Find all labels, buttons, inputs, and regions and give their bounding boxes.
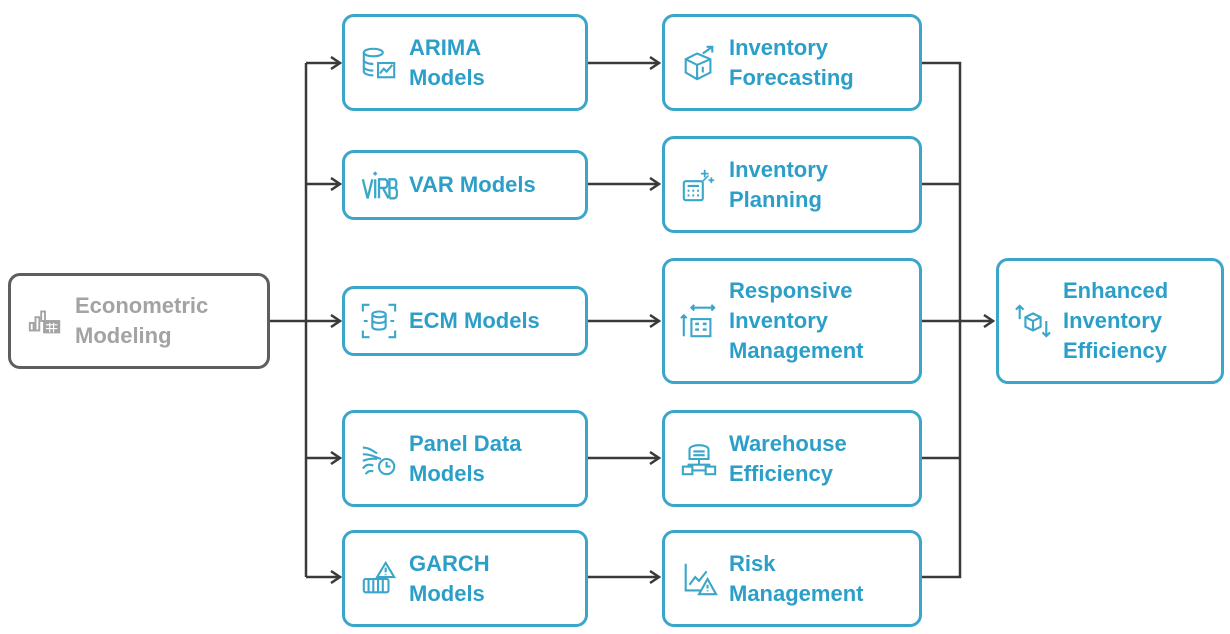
- chart-warning-icon: [679, 559, 719, 599]
- var-models-node: VAR Models: [342, 150, 588, 220]
- label-line: Inventory: [729, 308, 829, 333]
- enhanced-inventory-efficiency-label: Enhanced Inventory Efficiency: [1063, 276, 1168, 366]
- responsive-inventory-management-node: Responsive Inventory Management: [662, 258, 922, 384]
- risk-management-label: Risk Management: [729, 549, 863, 609]
- responsive-inventory-management-label: Responsive Inventory Management: [729, 276, 863, 366]
- label-line: Panel Data: [409, 430, 522, 456]
- label-line: ARIMA: [409, 34, 482, 60]
- inventory-forecasting-node: Inventory Forecasting: [662, 14, 922, 111]
- garch-models-label: GARCH Models: [409, 549, 490, 609]
- label-line: Econometric: [75, 293, 209, 318]
- garch-models-node: GARCH Models: [342, 530, 588, 627]
- chart-table-icon: [25, 301, 65, 341]
- var-models-label: VAR Models: [409, 170, 536, 200]
- database-chart-icon: [359, 43, 399, 83]
- label-line: Forecasting: [729, 64, 854, 90]
- panel-data-models-label: Panel Data Models: [409, 429, 522, 489]
- label-line: VAR Models: [409, 172, 536, 197]
- inventory-planning-label: Inventory Planning: [729, 155, 828, 215]
- panel-data-models-node: Panel Data Models: [342, 410, 588, 507]
- label-line: GARCH: [409, 550, 490, 576]
- label-line: Efficiency: [1063, 338, 1167, 363]
- warning-cart-icon: [359, 559, 399, 599]
- label-line: Inventory: [729, 156, 829, 182]
- arima-models-node: ARIMA Models: [342, 14, 588, 111]
- box-arrow-icon: [679, 43, 719, 83]
- inventory-planning-node: Inventory Planning: [662, 136, 922, 233]
- econometric-modeling-label: Econometric Modeling: [75, 291, 208, 351]
- up-down-cube-icon: [1013, 301, 1053, 341]
- label-line: Management: [729, 338, 864, 363]
- ecm-models-node: ECM Models: [342, 286, 588, 356]
- warehouse-efficiency-label: Warehouse Efficiency: [729, 429, 847, 489]
- label-line: Management: [729, 580, 864, 606]
- label-line: Modeling: [75, 323, 172, 348]
- label-line: Inventory: [1063, 308, 1163, 333]
- label-line: Models: [409, 580, 485, 606]
- var-text-icon: [359, 165, 399, 205]
- enhanced-inventory-efficiency-node: Enhanced Inventory Efficiency: [996, 258, 1224, 384]
- risk-management-node: Risk Management: [662, 530, 922, 627]
- warehouse-network-icon: [679, 439, 719, 479]
- label-line: Warehouse: [729, 430, 847, 456]
- label-line: Enhanced: [1063, 278, 1169, 303]
- wind-clock-icon: [359, 439, 399, 479]
- inventory-forecasting-label: Inventory Forecasting: [729, 33, 854, 93]
- arima-models-label: ARIMA Models: [409, 33, 485, 93]
- econometric-modeling-node: Econometric Modeling: [8, 273, 270, 369]
- calculator-sparkle-icon: [679, 165, 719, 205]
- warehouse-efficiency-node: Warehouse Efficiency: [662, 410, 922, 507]
- label-line: Efficiency: [729, 460, 833, 486]
- label-line: Models: [409, 460, 485, 486]
- database-focus-icon: [359, 301, 399, 341]
- label-line: Inventory: [729, 34, 829, 60]
- label-line: Risk: [729, 550, 776, 576]
- ecm-models-label: ECM Models: [409, 306, 540, 336]
- label-line: ECM Models: [409, 308, 540, 333]
- label-line: Responsive: [729, 278, 853, 303]
- label-line: Planning: [729, 186, 822, 212]
- label-line: Models: [409, 64, 485, 90]
- width-building-icon: [679, 301, 719, 341]
